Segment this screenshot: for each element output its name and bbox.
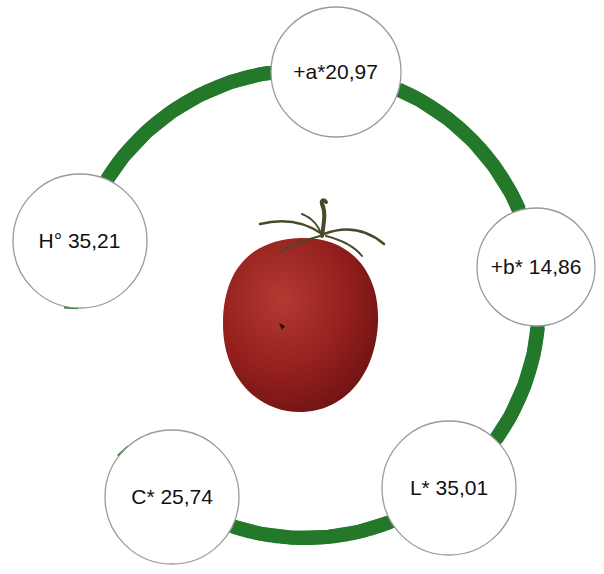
circle-shape — [13, 174, 147, 308]
value-text: C* 25,74 — [131, 485, 213, 509]
value-circle: C* 25,74 — [104, 429, 240, 565]
value-text: +a*20,97 — [293, 60, 378, 84]
circle-shape — [477, 208, 595, 326]
circle-shape — [271, 7, 401, 137]
ring-segment — [107, 73, 270, 180]
tomato-stem — [260, 200, 384, 256]
value-circle: +a*20,97 — [270, 6, 402, 138]
tomato-mark — [279, 323, 285, 330]
value-text: L* 35,01 — [410, 476, 488, 500]
circle-shape — [382, 421, 516, 555]
value-text: H° 35,21 — [39, 229, 121, 253]
value-circle: H° 35,21 — [12, 173, 148, 309]
value-circle: +b* 14,86 — [476, 207, 596, 327]
circle-shape — [105, 430, 239, 564]
value-circle: L* 35,01 — [381, 420, 517, 556]
tomato-body — [223, 238, 378, 412]
ring-segment — [399, 90, 519, 210]
value-text: +b* 14,86 — [491, 255, 582, 279]
